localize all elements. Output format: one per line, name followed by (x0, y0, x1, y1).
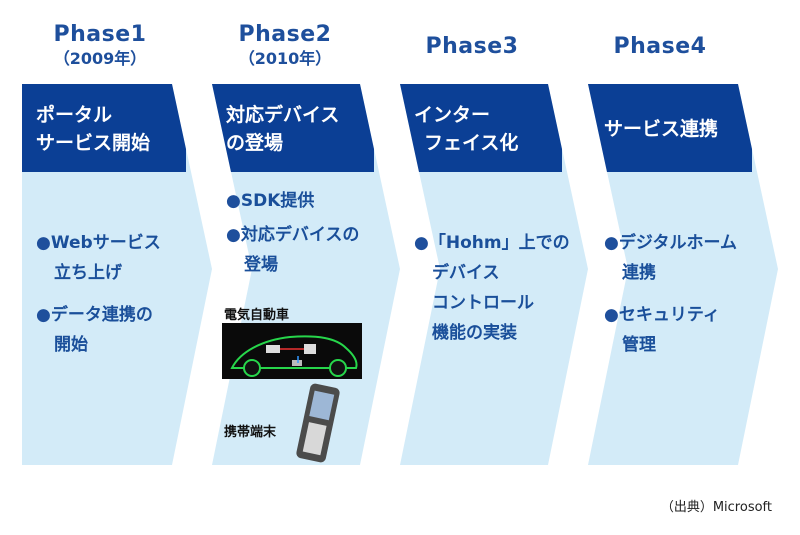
bullet-text: Webサービス (50, 233, 161, 253)
source-credit: （出典）Microsoft (660, 500, 772, 515)
phase2-year: （2010年） (238, 49, 332, 68)
phase4-title: Phase4 (613, 34, 707, 59)
bullet-icon: ● (226, 191, 241, 211)
phase3-header (400, 84, 562, 172)
bullet-text: データ連携の (50, 305, 153, 325)
car-label: 電気自動車 (224, 308, 290, 323)
bullet-text: デジタルホーム (618, 233, 737, 253)
phase3-title: Phase3 (425, 34, 519, 59)
bullet-icon: ● (414, 233, 429, 253)
bullet-icon: ● (604, 305, 619, 325)
phase3-header-line: インター (414, 104, 491, 126)
bullet-text: SDK提供 (240, 191, 315, 211)
bullet-text: セキュリティ (618, 305, 720, 325)
phase3-body (400, 84, 588, 465)
phase1-header-text: ポータル サービス開始 (36, 94, 150, 164)
bullet-text: 対応デバイスの (240, 225, 360, 245)
phase4-header-line: サービス連携 (604, 118, 719, 140)
phase1-heading: Phase1 （2009年） (40, 22, 160, 70)
phase4-header-text: サービス連携 (604, 94, 718, 164)
phase3-header-text: インター フェイス化 (414, 94, 518, 164)
bullet-item: ●セキュリティ 管理 (604, 300, 737, 360)
phase2-heading: Phase2 （2010年） (225, 22, 345, 70)
phase4-heading: Phase4 (600, 34, 720, 60)
phone-label: 携帯端末 (224, 425, 277, 440)
phase2-bullets: ●SDK提供 ●対応デバイスの 登場 (226, 186, 359, 292)
phase3-heading: Phase3 (412, 34, 532, 60)
phase1-year: （2009年） (53, 49, 147, 68)
phase1-header (22, 84, 186, 172)
bullet-item: ●対応デバイスの 登場 (226, 220, 359, 280)
bullet-icon: ● (604, 233, 619, 253)
mobile-phone-image (296, 383, 340, 463)
phase2-header-text: 対応デバイス の登場 (226, 94, 339, 164)
phase1-header-line: ポータル (36, 104, 113, 126)
phase3-header-line: フェイス化 (424, 132, 519, 154)
phase1-body (22, 84, 212, 465)
electric-car-image (222, 323, 362, 379)
bullet-text: 管理 (622, 335, 656, 355)
bullet-icon: ● (36, 305, 51, 325)
phase2-header-line: 対応デバイス (226, 104, 340, 126)
phase3-bullets: ●「Hohm」上での デバイス コントロール 機能の実装 (414, 228, 570, 360)
bullet-item: ●SDK提供 (226, 186, 359, 216)
bullet-item: ●データ連携の 開始 (36, 300, 161, 360)
phase2-title: Phase2 (238, 22, 332, 47)
phase2-header (212, 84, 374, 172)
bullet-item: ●「Hohm」上での デバイス コントロール 機能の実装 (414, 228, 570, 348)
phase4-bullets: ●デジタルホーム 連携 ●セキュリティ 管理 (604, 228, 737, 372)
bullet-text: 立ち上げ (54, 263, 122, 283)
phase4-header (588, 84, 752, 172)
phase2-header-line: の登場 (226, 132, 284, 154)
bullet-text: 登場 (244, 255, 278, 275)
bullet-text: 「Hohm」上での (428, 233, 570, 253)
bullet-text: 連携 (622, 263, 656, 283)
bullet-item: ●Webサービス 立ち上げ (36, 228, 161, 288)
bullet-text: デバイス (432, 263, 500, 283)
phase1-title: Phase1 (53, 22, 147, 47)
bullet-icon: ● (226, 225, 241, 245)
bullet-item: ●デジタルホーム 連携 (604, 228, 737, 288)
bullet-text: 機能の実装 (432, 323, 517, 343)
bullet-icon: ● (36, 233, 51, 253)
phase1-bullets: ●Webサービス 立ち上げ ●データ連携の 開始 (36, 228, 161, 372)
bullet-text: コントロール (432, 293, 534, 313)
phase1-header-line: サービス開始 (36, 132, 151, 154)
bullet-text: 開始 (54, 335, 88, 355)
phase4-body (588, 84, 778, 465)
